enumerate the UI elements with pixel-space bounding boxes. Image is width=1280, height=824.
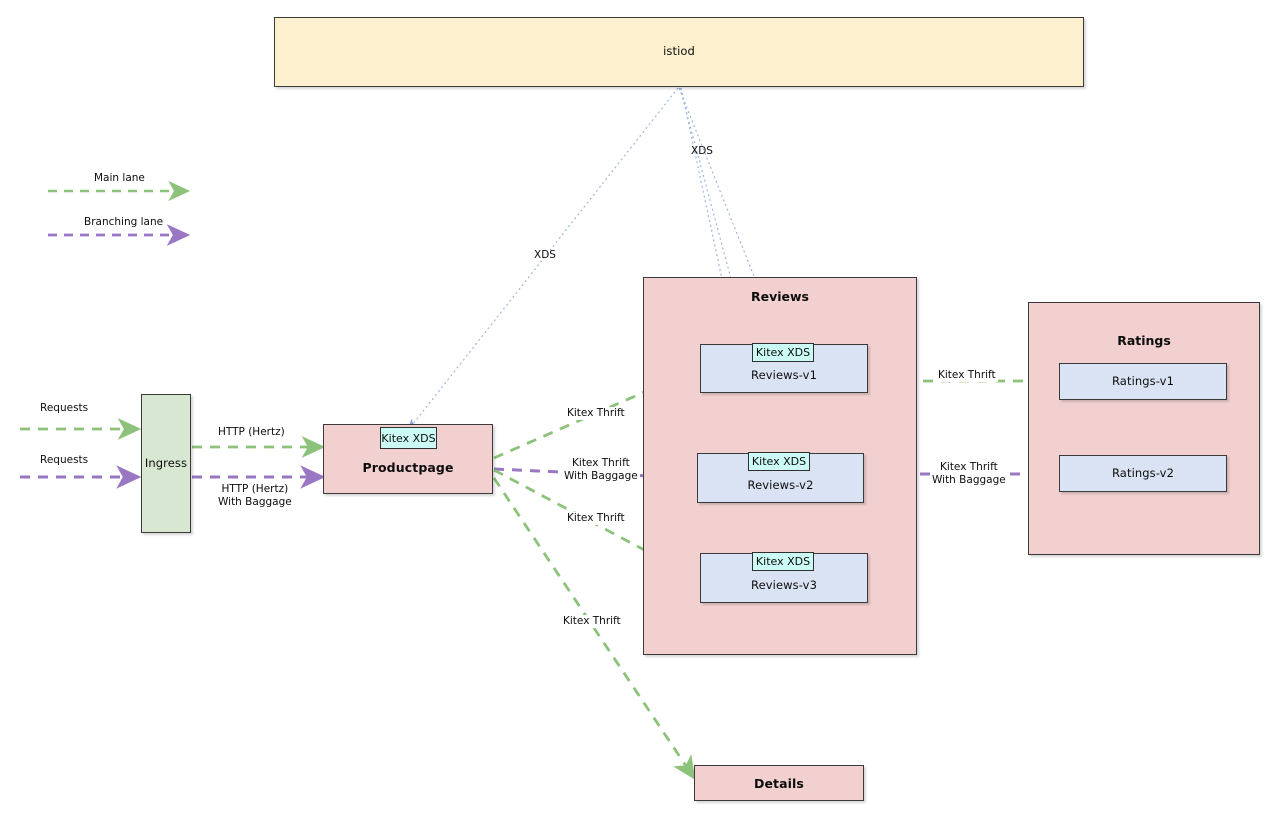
edge-label-requests-branching: Requests — [38, 454, 91, 468]
details-label: Details — [754, 775, 804, 791]
kitex-xds-badge-productpage[interactable]: Kitex XDS — [380, 427, 437, 449]
node-details[interactable]: Details — [694, 765, 864, 801]
edge-label-kitex-thrift-baggage-ratings-v2: Kitex Thrift With Baggage — [930, 461, 1008, 488]
kitex-xds-badge-reviews-v1-label: Kitex XDS — [755, 346, 811, 359]
reviews-v3-label: Reviews-v3 — [751, 577, 817, 592]
node-ratings-v2[interactable]: Ratings-v2 — [1059, 455, 1227, 492]
kitex-xds-badge-reviews-v2-label: Kitex XDS — [751, 455, 807, 468]
edge-label-xds-productpage: XDS — [534, 249, 556, 261]
kitex-xds-badge-reviews-v2[interactable]: Kitex XDS — [748, 452, 810, 471]
ingress-label: Ingress — [144, 455, 188, 470]
ratings-v1-label: Ratings-v1 — [1111, 373, 1175, 388]
istiod-label: istiod — [663, 44, 695, 59]
reviews-v1-label: Reviews-v1 — [751, 368, 817, 383]
edge-label-requests-main: Requests — [38, 402, 91, 416]
edge-label-xds-reviews: XDS — [691, 145, 713, 157]
edge-label-http-hertz: HTTP (Hertz) — [216, 426, 287, 440]
kitex-xds-badge-productpage-label: Kitex XDS — [381, 431, 436, 445]
group-reviews-title: Reviews — [750, 289, 809, 304]
legend-label-main-lane: Main lane — [94, 172, 145, 184]
kitex-xds-badge-reviews-v3[interactable]: Kitex XDS — [752, 552, 814, 571]
edge-label-kitex-thrift-baggage-v2: Kitex Thrift With Baggage — [562, 457, 640, 484]
edge-label-kitex-thrift-ratings-v1: Kitex Thrift — [936, 369, 998, 383]
node-ratings-v1[interactable]: Ratings-v1 — [1059, 363, 1227, 400]
legend-label-branching-lane: Branching lane — [84, 216, 164, 228]
edge-label-http-hertz-baggage: HTTP (Hertz) With Baggage — [216, 483, 294, 510]
kitex-xds-badge-reviews-v3-label: Kitex XDS — [755, 555, 811, 568]
productpage-label: Productpage — [362, 459, 454, 475]
kitex-xds-badge-reviews-v1[interactable]: Kitex XDS — [752, 343, 814, 362]
node-istiod[interactable]: istiod — [274, 17, 1084, 87]
edge-label-kitex-thrift-v3: Kitex Thrift — [565, 512, 627, 526]
ratings-v2-label: Ratings-v2 — [1111, 465, 1175, 480]
group-ratings: Ratings — [1028, 302, 1260, 555]
edge-label-kitex-thrift-v1: Kitex Thrift — [565, 407, 627, 421]
group-ratings-title: Ratings — [1117, 333, 1171, 348]
node-ingress[interactable]: Ingress — [141, 394, 191, 533]
edge-label-kitex-thrift-details: Kitex Thrift — [561, 615, 623, 629]
reviews-v2-label: Reviews-v2 — [747, 477, 814, 492]
